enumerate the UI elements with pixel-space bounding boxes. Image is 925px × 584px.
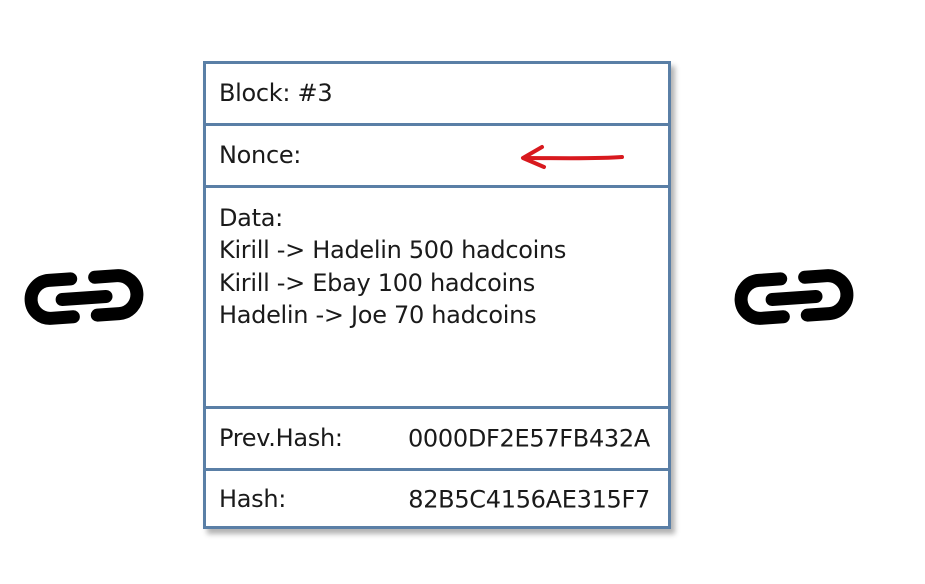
data-content: Data: Kirill -> Hadelin 500 hadcoins Kir… [219, 202, 566, 332]
transaction-line: Kirill -> Hadelin 500 hadcoins [219, 236, 567, 265]
transaction-line: Hadelin -> Joe 70 hadcoins [219, 301, 537, 330]
prev-hash-row: Prev.Hash: 0000DF2E57FB432A [206, 409, 668, 471]
data-row: Data: Kirill -> Hadelin 500 hadcoins Kir… [206, 188, 668, 409]
data-label: Data: [219, 204, 283, 232]
block-number-label: Block: #3 [219, 78, 333, 107]
prev-hash-label: Prev.Hash: [219, 423, 343, 452]
block-number-row: Block: #3 [206, 64, 668, 126]
chain-link-icon [734, 269, 854, 325]
hash-label: Hash: [219, 485, 287, 514]
block-card: Block: #3 Nonce: Data: Kirill -> Hadelin… [203, 61, 671, 529]
hash-row: Hash: 82B5C4156AE315F7 [206, 471, 668, 529]
chain-link-icon [24, 269, 144, 325]
transaction-line: Kirill -> Ebay 100 hadcoins [219, 268, 535, 297]
hash-value: 82B5C4156AE315F7 [408, 485, 650, 514]
prev-hash-value: 0000DF2E57FB432A [407, 423, 650, 452]
red-arrow-icon [521, 145, 624, 169]
nonce-label: Nonce: [219, 140, 302, 169]
nonce-row: Nonce: [206, 126, 668, 188]
